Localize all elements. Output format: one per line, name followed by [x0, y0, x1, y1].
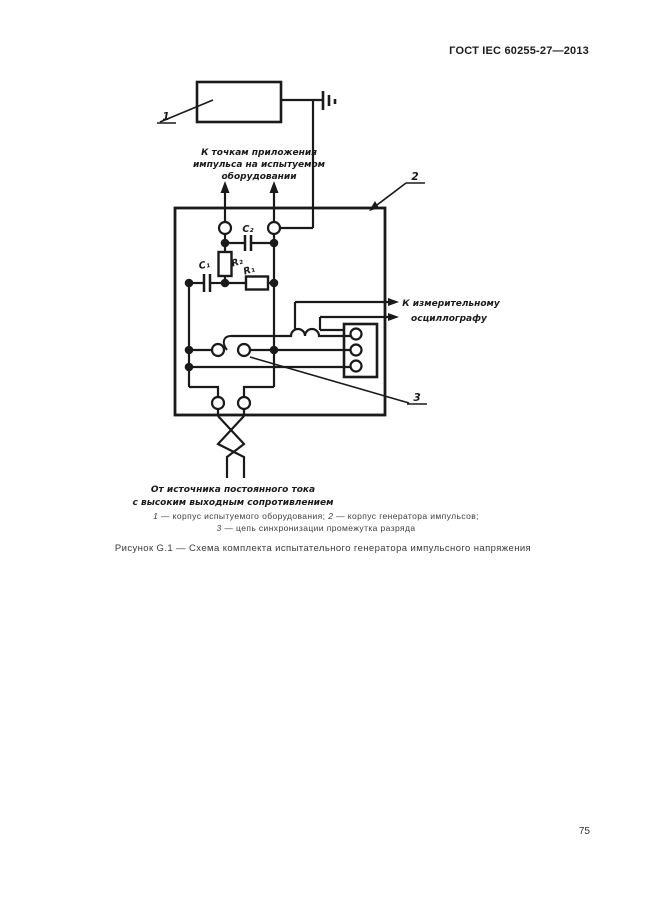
output-terminals	[217, 220, 282, 243]
ground-icon	[321, 91, 337, 110]
legend-item-3-text: — цепь синхронизации промежутка разряда	[221, 523, 416, 533]
svg-text:От источника постоянного тока: От источника постоянного тока	[151, 485, 315, 495]
svg-text:R₁: R₁	[242, 264, 256, 278]
figure-legend-line-2: 3 — цепь синхронизации промежутка разряд…	[0, 523, 632, 533]
oscilloscope-arrows	[293, 298, 399, 332]
svg-text:C₁: C₁	[198, 259, 211, 272]
trigger-electrode-hook	[222, 335, 232, 351]
svg-text:R₂: R₂	[230, 255, 245, 269]
arrow-up-icon	[269, 181, 279, 193]
figure-legend-line-1: 1 — корпус испытуемого оборудования; 2 —…	[0, 511, 632, 521]
arrow-right-icon	[388, 298, 399, 306]
svg-text:2: 2	[411, 171, 418, 183]
equipment-enclosure-box	[195, 80, 283, 124]
spark-gap	[189, 335, 350, 358]
svg-text:К точкам приложения: К точкам приложения	[201, 148, 317, 158]
arrow-icon	[369, 201, 379, 211]
capacitor-c2: C₂	[225, 224, 274, 251]
svg-text:осциллографу: осциллографу	[411, 314, 488, 324]
resistor-r1: R₁	[225, 264, 274, 291]
impulse-output-arrows	[220, 181, 279, 221]
svg-text:3: 3	[413, 392, 420, 404]
svg-text:оборудовании: оборудовании	[221, 171, 297, 182]
svg-text:импульса на испытуемом: импульса на испытуемом	[193, 160, 326, 170]
legend-item-1-text: — корпус испытуемого оборудования;	[158, 511, 329, 521]
svg-text:К измерительному: К измерительному	[402, 299, 501, 309]
callout-1: 1	[157, 99, 214, 124]
impulse-points-note: К точкам приложения импульса на испытуем…	[193, 148, 326, 182]
legend-item-3-number: 3	[216, 523, 222, 533]
generator-enclosure-box	[173, 206, 387, 417]
twisted-pair-wires	[216, 415, 246, 478]
page-number: 75	[578, 826, 590, 837]
arrow-up-icon	[220, 181, 230, 193]
resistor-r2: R₂	[217, 243, 245, 283]
charging-terminals	[189, 385, 274, 416]
svg-text:1: 1	[162, 111, 169, 123]
sync-crossover-wire	[231, 327, 350, 338]
document-header: ГОСТ IEC 60255-27—2013	[449, 45, 589, 57]
dc-source-note: От источника постоянного тока с высоким …	[133, 485, 335, 508]
arrow-right-icon	[388, 313, 399, 321]
figure-caption: Рисунок G.1 — Схема комплекта испытатель…	[114, 543, 532, 554]
svg-text:C₂: C₂	[242, 224, 254, 235]
callout-3: 3	[249, 356, 427, 405]
oscilloscope-note: К измерительному осциллографу	[402, 299, 501, 324]
legend-item-2-text: — корпус генератора импульсов;	[333, 511, 479, 521]
legend-item-2-number: 2	[328, 511, 334, 521]
sync-terminal-block	[342, 322, 379, 379]
callout-2: 2	[369, 171, 425, 211]
junction-dots	[184, 238, 279, 372]
legend-item-1-number: 1	[153, 511, 159, 521]
svg-text:с высоким выходным сопротивлен: с высоким выходным сопротивлением	[133, 498, 335, 508]
